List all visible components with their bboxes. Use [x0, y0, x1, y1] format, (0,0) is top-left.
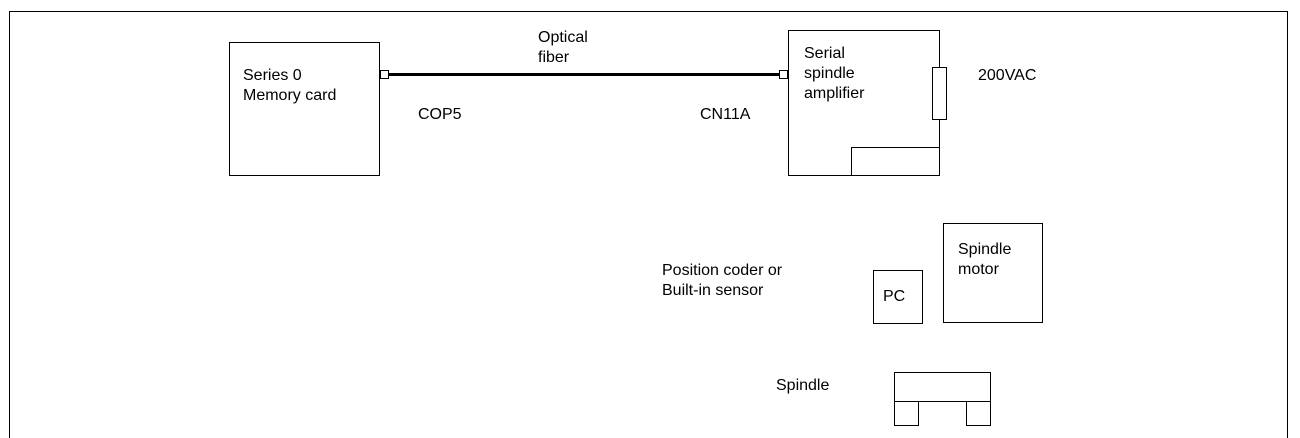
memory-card-label: Series 0 Memory card	[243, 67, 337, 104]
optical-fiber-line	[389, 73, 779, 76]
spindle-amplifier-label: Serial spindle amplifier	[804, 45, 865, 102]
amplifier-bottom-panel	[851, 147, 940, 176]
optical-fiber-label: Optical fiber	[538, 29, 588, 66]
spindle-right-leg	[966, 401, 991, 426]
spindle-top-block	[894, 372, 991, 402]
position-coder-pc-label: PC	[883, 288, 906, 305]
cn11a-connector	[779, 70, 788, 79]
position-coder-box	[873, 270, 923, 324]
spindle-left-leg	[894, 401, 919, 426]
memory-card-box	[229, 42, 380, 176]
spindle-motor-box	[943, 223, 1043, 323]
diagram-frame	[9, 11, 1288, 438]
cn11a-label: CN11A	[700, 106, 751, 123]
cop5-connector	[380, 70, 389, 79]
power-supply-label: 200VAC	[978, 67, 1037, 84]
spindle-motor-label: Spindle motor	[958, 241, 1012, 278]
cop5-label: COP5	[418, 106, 462, 123]
amplifier-terminal	[932, 67, 947, 120]
spindle-label: Spindle	[776, 377, 830, 394]
position-coder-label: Position coder or Built-in sensor	[662, 262, 783, 299]
